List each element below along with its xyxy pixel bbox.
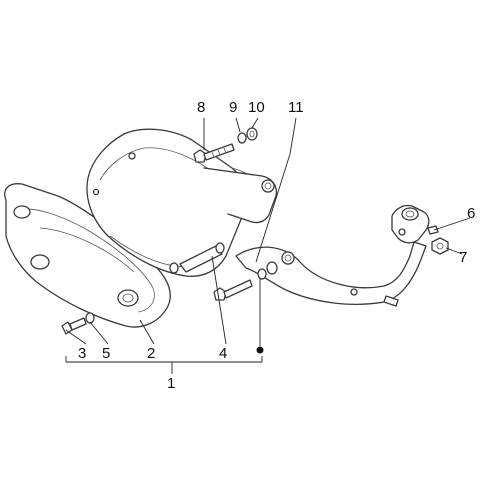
lower-bolt — [213, 279, 253, 301]
lower-washer — [85, 312, 95, 324]
callout-9: 9 — [229, 99, 237, 116]
callout-2: 2 — [147, 345, 155, 362]
exhaust-flange — [391, 204, 430, 244]
callout-8: 8 — [197, 99, 205, 116]
callout-10: 10 — [248, 99, 265, 116]
callout-5: 5 — [102, 345, 110, 362]
reference-dot — [256, 346, 264, 354]
spacer-sleeve — [169, 242, 225, 274]
callout-6: 6 — [467, 205, 475, 222]
mounting-bracket — [203, 167, 278, 224]
exhaust-pipe — [235, 241, 427, 307]
flange-stud — [427, 225, 439, 235]
lower-screw — [61, 317, 87, 335]
muffler-body — [86, 128, 263, 277]
heat-shield-plate — [4, 183, 171, 328]
assembly-group-bracket — [65, 356, 263, 374]
top-washer-large — [246, 127, 258, 141]
callout-4: 4 — [219, 345, 227, 362]
callout-3: 3 — [78, 345, 86, 362]
top-bolt — [193, 143, 235, 163]
callout-11: 11 — [288, 99, 304, 116]
callout-7: 7 — [459, 249, 467, 266]
flange-nut — [431, 237, 449, 255]
callout-1: 1 — [167, 375, 175, 392]
leader-lines — [65, 117, 471, 354]
top-washer-small — [237, 132, 247, 144]
lower-washers — [257, 261, 278, 280]
